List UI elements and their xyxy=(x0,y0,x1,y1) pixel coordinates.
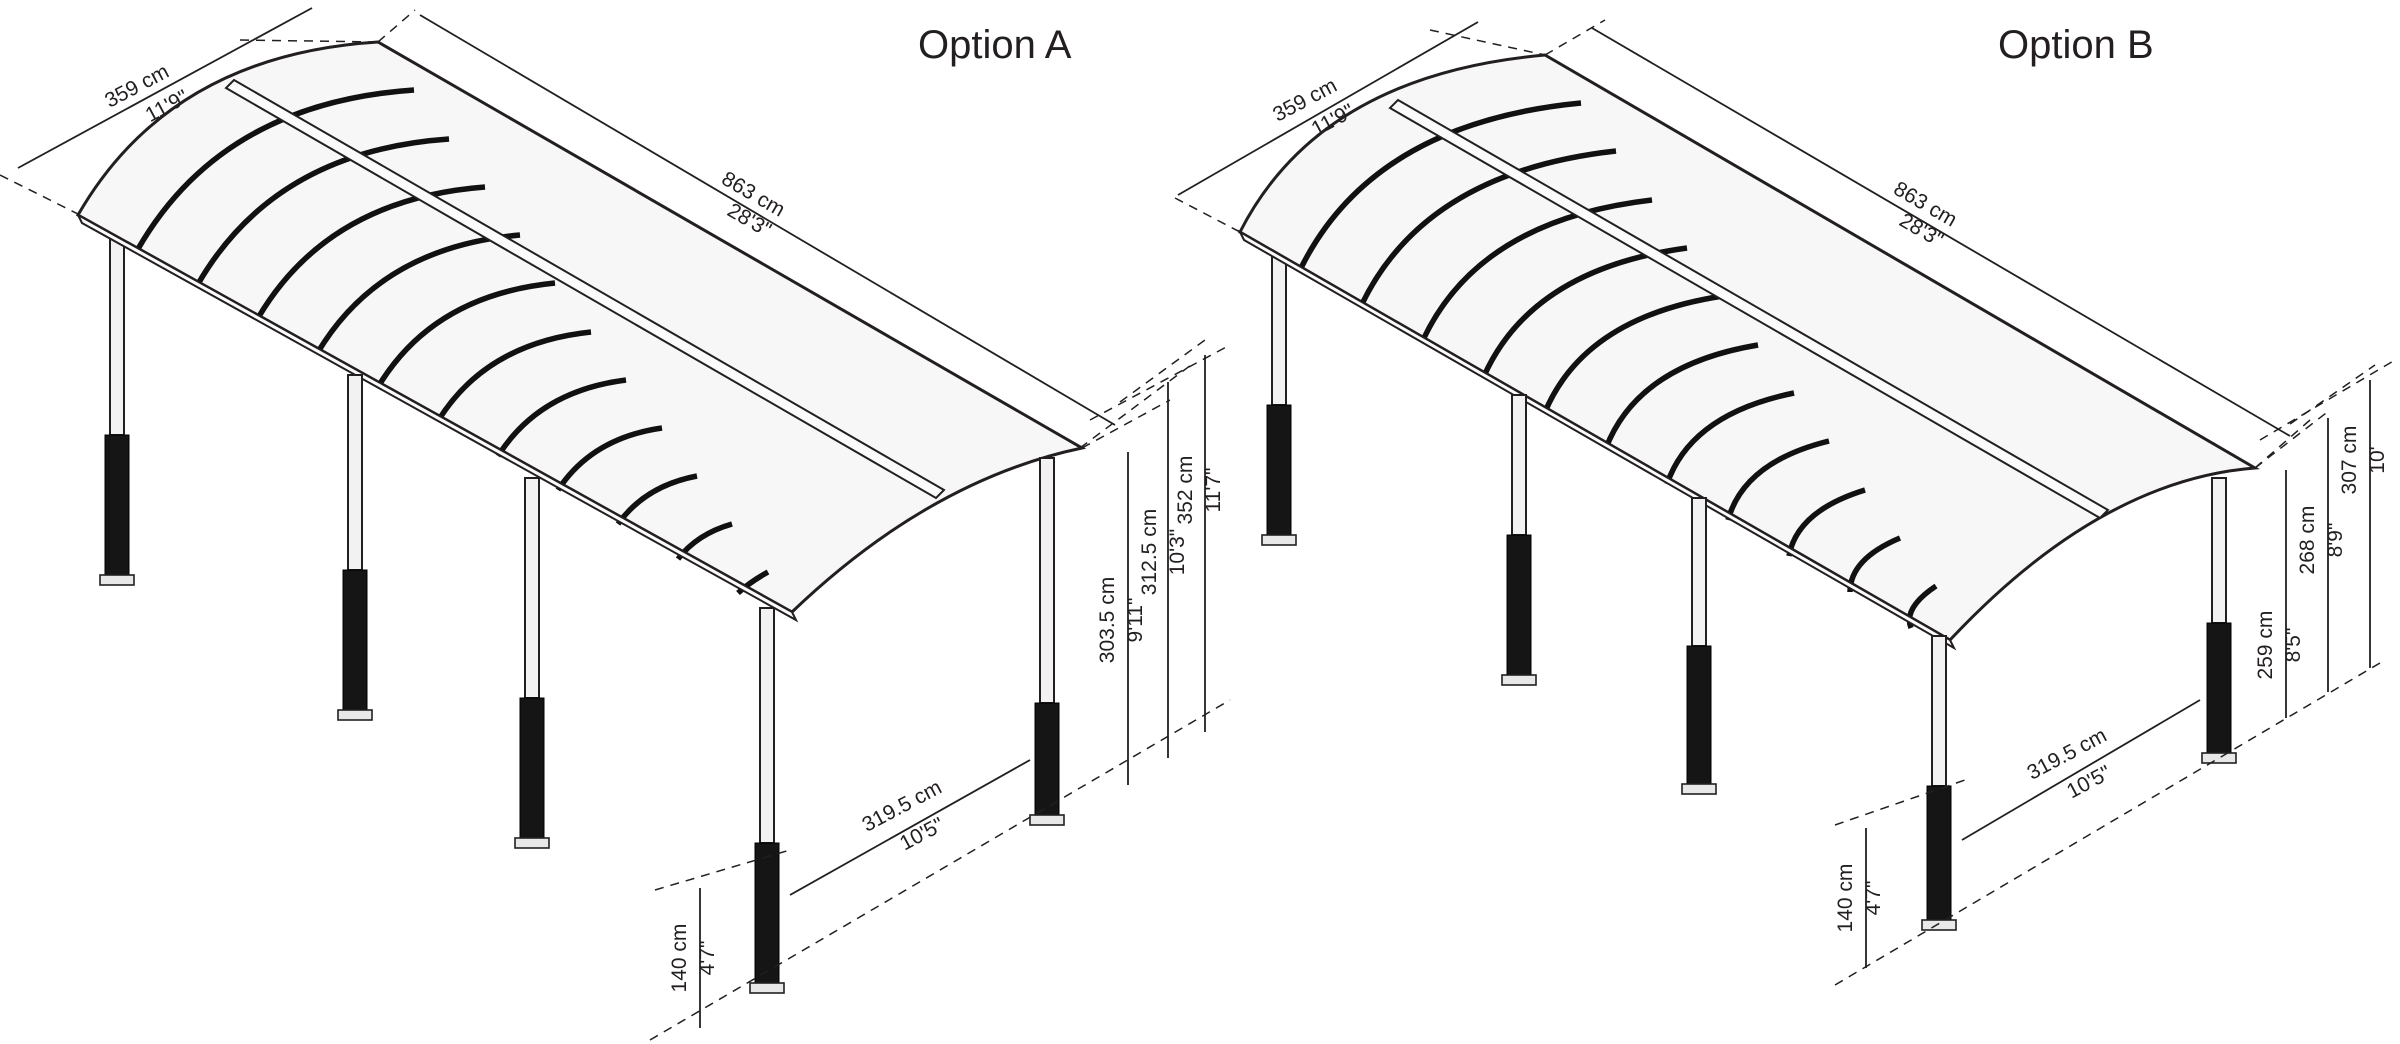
option-b-base-guide xyxy=(1834,779,1966,826)
post xyxy=(1931,635,1947,787)
option-a-span-dimension: 319.5 cm 10'5" xyxy=(789,759,1031,896)
post xyxy=(524,477,540,699)
post-foot xyxy=(749,982,785,994)
option-a-h-top-ft: 11'7" xyxy=(1202,468,1225,513)
option-a-span-ft: 10'5" xyxy=(896,813,948,855)
option-a-front-posts xyxy=(337,374,1065,994)
post-base xyxy=(1506,534,1532,676)
post xyxy=(1511,394,1527,536)
post-base xyxy=(104,434,130,576)
option-b-h-mid-cm: 268 cm xyxy=(2296,506,2319,575)
post-base xyxy=(1926,785,1952,921)
post xyxy=(1691,497,1707,647)
option-b-ridge-beam xyxy=(1388,98,2110,520)
option-b-span-ft: 10'5" xyxy=(2063,761,2115,803)
option-b-base-dimension: 140 cm 4'7" xyxy=(1834,828,1885,968)
option-a-height-dimensions: 303.5 cm 9'11" 312.5 cm 10'3" 352 cm 11'… xyxy=(1079,339,1231,785)
post-foot xyxy=(99,574,135,586)
option-a-base-cm: 140 cm xyxy=(668,924,691,993)
option-b-h-low-ft: 8'5" xyxy=(2282,628,2305,663)
option-a-h-mid-ft: 10'3" xyxy=(1166,529,1189,576)
option-b-front-edge xyxy=(1237,229,1957,651)
post xyxy=(1271,254,1287,406)
post-base xyxy=(1686,645,1712,785)
option-a-base-ft: 4'7" xyxy=(696,941,719,976)
post xyxy=(347,374,363,571)
post xyxy=(109,234,125,436)
post-foot xyxy=(2201,752,2237,764)
option-a-front-edge xyxy=(75,212,799,623)
option-a-h-mid-cm: 312.5 cm xyxy=(1138,509,1161,595)
option-b-h-mid-ft: 8'9" xyxy=(2324,523,2347,558)
post-base xyxy=(519,697,545,839)
post xyxy=(1039,457,1055,704)
option-a-h-top-cm: 352 cm xyxy=(1174,456,1197,525)
post-foot xyxy=(1261,534,1297,546)
option-b-drawing: Option B xyxy=(1174,19,2396,986)
option-a-h-low-cm: 303.5 cm xyxy=(1096,577,1119,663)
post xyxy=(2211,477,2227,624)
option-b-h-top-cm: 307 cm xyxy=(2338,426,2361,495)
post-foot xyxy=(1029,814,1065,826)
option-a-ground-line xyxy=(649,699,1231,1041)
post-foot xyxy=(1501,674,1537,686)
option-b-span-dimension: 319.5 cm 10'5" xyxy=(1961,699,2201,841)
option-a-base-guide xyxy=(654,849,791,891)
option-b-base-cm: 140 cm xyxy=(1834,864,1857,933)
post-foot xyxy=(337,709,373,721)
option-a-ridge-beam xyxy=(224,78,946,500)
post-base xyxy=(754,842,780,984)
post xyxy=(759,607,775,844)
post-base xyxy=(2206,622,2232,754)
option-a-back-posts xyxy=(99,234,135,586)
option-b-base-ft: 4'7" xyxy=(1862,881,1885,916)
option-b-h-low-cm: 259 cm xyxy=(2254,611,2277,680)
option-a-h-low-ft: 9'11" xyxy=(1124,598,1147,643)
option-b-ground-line xyxy=(1834,659,2386,986)
option-a-title: Option A xyxy=(918,23,1072,67)
option-b-title: Option B xyxy=(1998,23,2154,67)
post-foot xyxy=(1921,919,1957,931)
option-b-front-posts xyxy=(1501,394,2237,931)
post-foot xyxy=(1681,783,1717,795)
option-b-h-top-ft: 10' xyxy=(2366,446,2389,473)
option-b-back-posts xyxy=(1261,254,1297,546)
option-a-roof xyxy=(75,40,1087,614)
post-base xyxy=(342,569,368,711)
post-base xyxy=(1034,702,1060,816)
post-foot xyxy=(514,837,550,849)
option-a-roof-ribs xyxy=(135,87,770,596)
option-a-base-dimension: 140 cm 4'7" xyxy=(668,888,719,1028)
option-a-drawing: Option A xyxy=(0,7,1231,1041)
post-base xyxy=(1266,404,1292,536)
option-b-height-dimensions: 259 cm 8'5" 268 cm 8'9" 307 cm 10' xyxy=(2254,359,2396,718)
